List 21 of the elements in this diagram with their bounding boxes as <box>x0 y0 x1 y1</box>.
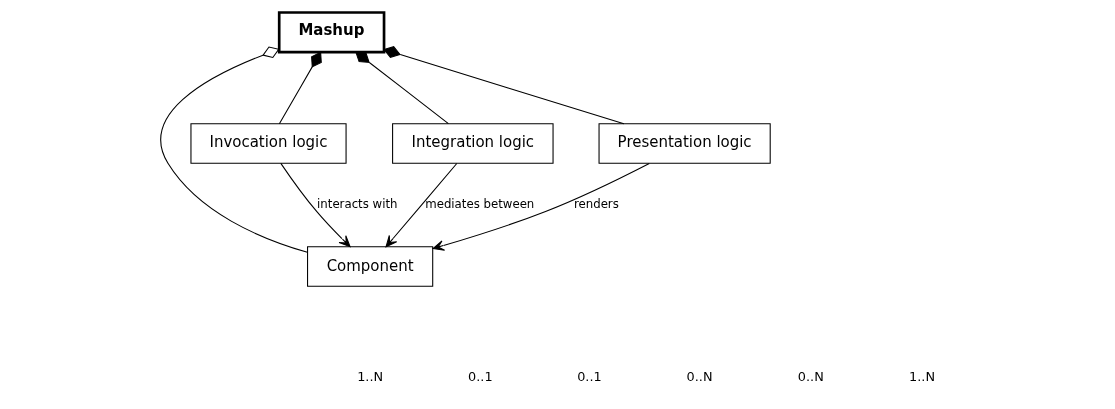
node-box: Component <box>307 246 434 287</box>
connector <box>278 51 322 125</box>
node-box: Integration logic <box>392 123 554 164</box>
arrow <box>280 162 351 248</box>
arrow <box>385 162 458 248</box>
edge-label: renders <box>573 197 619 212</box>
label: 0..N <box>686 368 713 384</box>
connector <box>160 46 308 253</box>
edge-label: mediates between <box>425 197 535 212</box>
connector <box>355 51 449 125</box>
node-box: Invocation logic <box>190 123 347 164</box>
connector <box>383 46 625 125</box>
label: 1..N <box>357 368 384 384</box>
label: 1..N <box>909 368 936 384</box>
label: 0..1 <box>577 368 602 384</box>
label: 0..1 <box>468 368 493 384</box>
node-box: Presentation logic <box>598 123 771 164</box>
node-box: Mashup <box>277 11 386 54</box>
arrow <box>432 162 650 251</box>
edge-label: interacts with <box>317 197 398 212</box>
label: 0..N <box>797 368 824 384</box>
